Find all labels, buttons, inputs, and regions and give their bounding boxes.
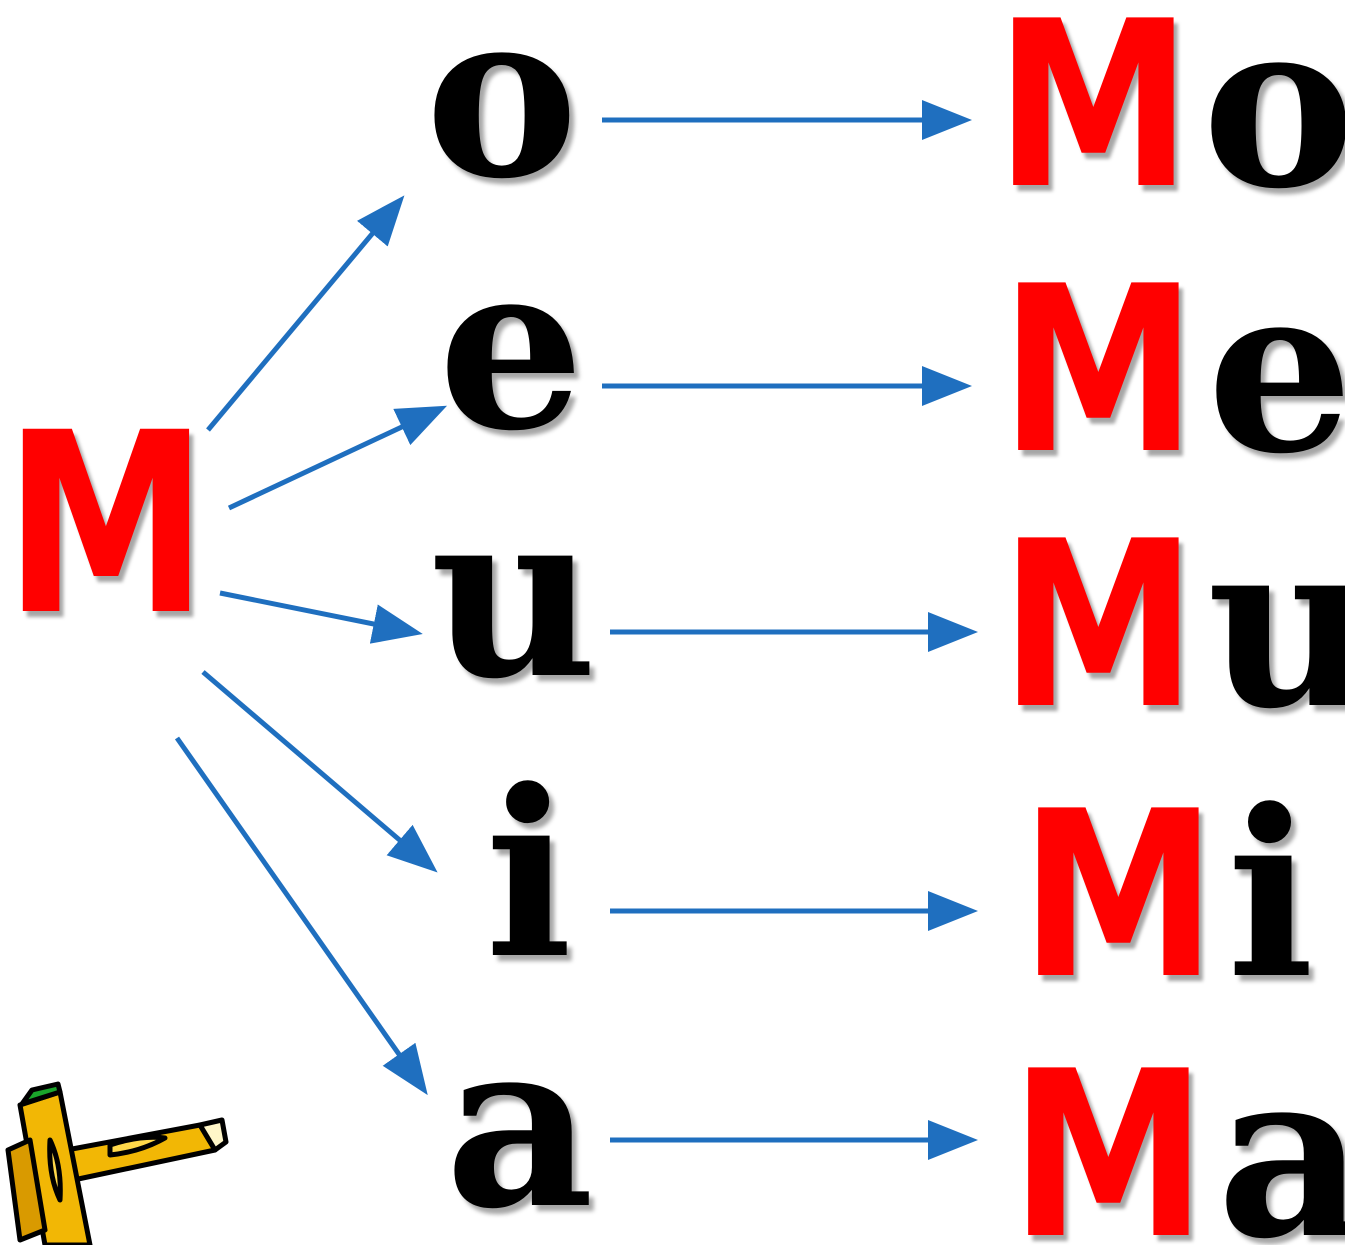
syllable-me: Me	[1000, 255, 1345, 487]
branch-arrow-u	[219, 590, 423, 644]
syllable-vowel: u	[1206, 490, 1345, 760]
vowel-i: i	[485, 740, 573, 1010]
branch-arrow-a	[174, 736, 428, 1096]
pencil-icon	[5, 1081, 229, 1245]
syllable-vowel: a	[1216, 1020, 1345, 1245]
syllable-ma: Ma	[1010, 1040, 1345, 1245]
syllable-consonant: M	[995, 0, 1192, 240]
branch-arrow-i	[201, 670, 438, 873]
root-consonant: M	[4, 379, 209, 670]
syllable-vowel: o	[1201, 0, 1345, 240]
vowel-e: e	[438, 212, 585, 482]
syllable-consonant: M	[1000, 238, 1197, 505]
vowel-o: o	[425, 0, 579, 230]
syllable-vowel: e	[1206, 235, 1345, 505]
syllable-mi: Mi	[1020, 780, 1314, 1012]
branch-arrow-o	[206, 195, 405, 432]
syllable-consonant: M	[1000, 493, 1197, 760]
vowel-a: a	[445, 990, 595, 1245]
branch-arrow-e	[227, 405, 448, 511]
syllable-mu: Mu	[1000, 510, 1345, 742]
syllable-consonant: M	[1010, 1023, 1207, 1245]
vowel-u: u	[430, 460, 598, 730]
syllable-mo: Mo	[995, 0, 1345, 222]
syllable-vowel: i	[1226, 760, 1315, 1030]
syllable-consonant: M	[1020, 763, 1217, 1030]
